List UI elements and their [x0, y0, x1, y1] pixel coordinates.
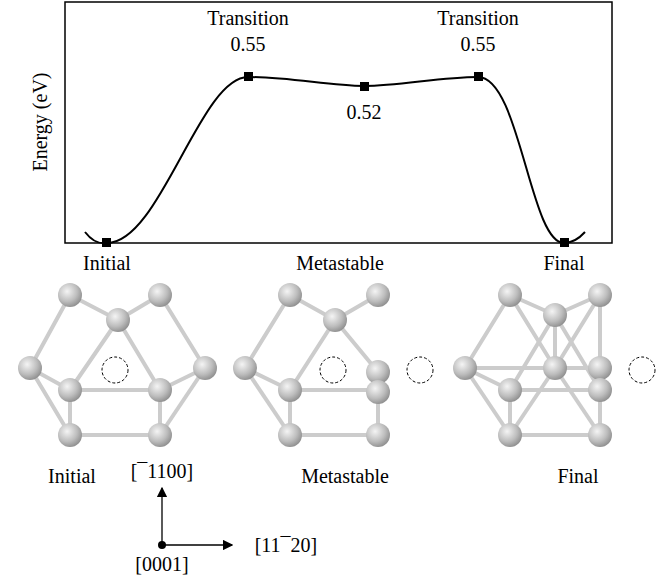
state-label: Final [543, 253, 584, 273]
structure-label: Final [557, 466, 598, 486]
state-label: Metastable [296, 253, 384, 273]
state-label: Transition [437, 8, 519, 28]
structure-label: Initial [48, 466, 96, 486]
energy-value: 0.55 [231, 34, 266, 54]
axis-title: Energy (eV) [30, 72, 50, 171]
structure-label: Metastable [301, 466, 389, 486]
direction-label: [0001] [135, 554, 188, 574]
direction-label: [¯1100] [131, 461, 194, 481]
state-label: Initial [83, 253, 131, 273]
energy-value: 0.55 [461, 34, 496, 54]
energy-value: 0.52 [347, 102, 382, 122]
state-label: Transition [207, 8, 289, 28]
direction-label: [11¯20] [255, 535, 318, 555]
